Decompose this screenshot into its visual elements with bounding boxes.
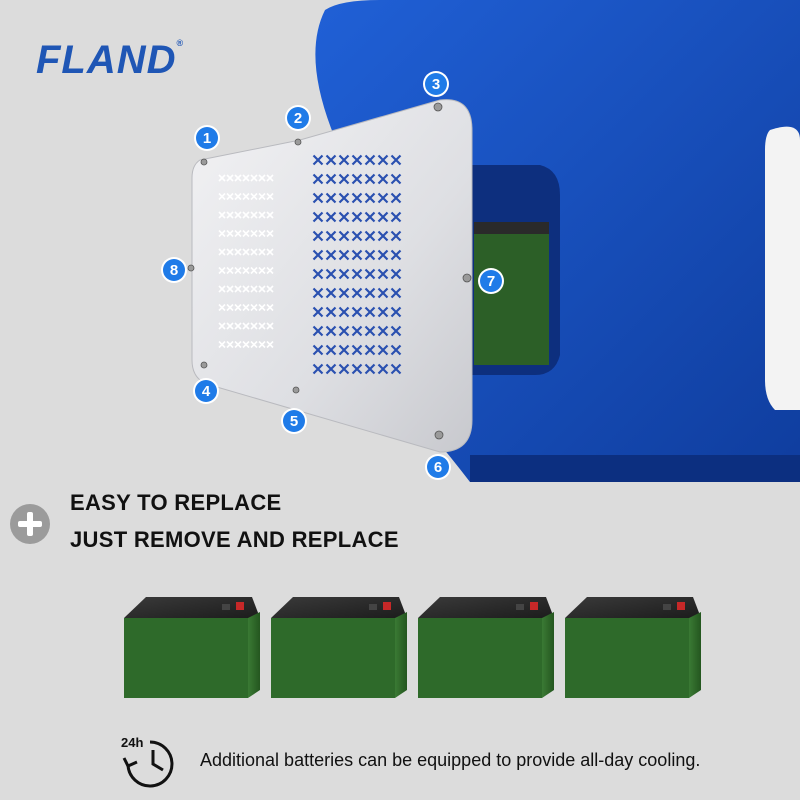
registered-mark: ® bbox=[176, 38, 185, 48]
plus-circle-icon bbox=[10, 504, 50, 544]
cover-plate bbox=[187, 99, 473, 453]
brand-name: FLAND bbox=[36, 38, 177, 82]
battery-3 bbox=[418, 597, 554, 698]
battery-4 bbox=[565, 597, 701, 698]
headline-line-1: EASY TO REPLACE bbox=[70, 490, 282, 515]
battery-row bbox=[124, 597, 701, 698]
clock-label: 24h bbox=[121, 735, 144, 750]
24h-clock-icon bbox=[122, 740, 174, 788]
callout-8: 8 bbox=[163, 259, 185, 281]
callout-3: 3 bbox=[425, 73, 447, 95]
callout-2: 2 bbox=[287, 107, 309, 129]
battery-2 bbox=[271, 597, 407, 698]
callout-5: 5 bbox=[283, 410, 305, 432]
callout-4: 4 bbox=[195, 380, 217, 402]
footer-text: Additional batteries can be equipped to … bbox=[200, 750, 701, 770]
callout-6: 6 bbox=[427, 456, 449, 478]
headline-line-2: JUST REMOVE AND REPLACE bbox=[70, 527, 399, 552]
battery-installed bbox=[474, 222, 549, 365]
callout-1: 1 bbox=[196, 127, 218, 149]
callout-7: 7 bbox=[480, 270, 502, 292]
battery-1 bbox=[124, 597, 260, 698]
brand-logo: FLAND® bbox=[36, 38, 184, 83]
